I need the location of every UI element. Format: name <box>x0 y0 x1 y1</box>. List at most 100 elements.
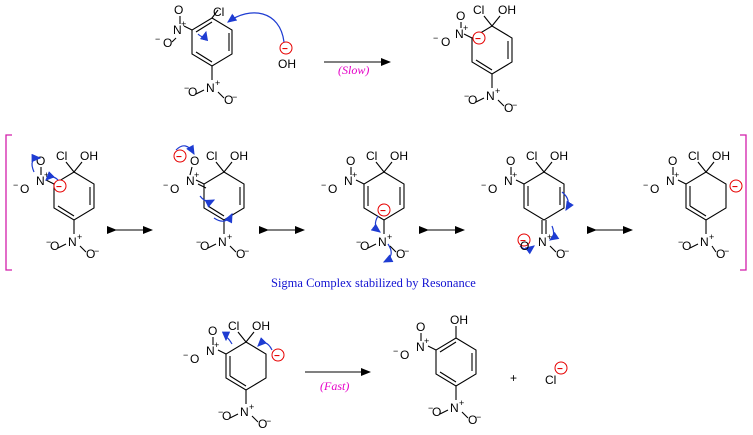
svg-text:+: + <box>214 340 219 350</box>
svg-text:+: + <box>249 402 254 412</box>
svg-text:−: − <box>380 206 386 217</box>
svg-text:Cl: Cl <box>526 149 537 163</box>
reactant-dinitrochlorobenzene: Cl N + O − O N + O − O − <box>155 3 237 107</box>
svg-text:N: N <box>486 89 495 103</box>
svg-text:O: O <box>190 154 199 168</box>
svg-text:−: − <box>481 180 486 190</box>
sigma-complex-product: Cl OH N + O − O − N + O − O − <box>433 3 517 115</box>
resonance-structure-4: Cl OH N + O − O − N + O O − <box>481 149 574 261</box>
svg-text:O: O <box>224 93 233 107</box>
svg-text:N: N <box>666 174 675 188</box>
svg-text:O: O <box>190 352 199 366</box>
svg-text:−: − <box>13 180 18 190</box>
svg-text:−: − <box>404 246 409 256</box>
nitro-o-minus-charge: − <box>155 34 160 44</box>
svg-text:−: − <box>244 246 249 256</box>
svg-text:−: − <box>196 237 201 247</box>
svg-text:−: − <box>321 180 326 190</box>
chloride-charge: − <box>557 364 563 375</box>
svg-text:−: − <box>274 351 280 362</box>
svg-text:−: − <box>678 237 683 247</box>
svg-text:O: O <box>236 247 245 261</box>
resonance-structure-2: Cl OH N + O − O − N + O − O − <box>163 144 249 261</box>
svg-text:O: O <box>488 182 497 196</box>
svg-text:−: − <box>356 237 361 247</box>
svg-text:O: O <box>188 85 197 99</box>
svg-text:N: N <box>416 340 425 354</box>
svg-text:Cl: Cl <box>366 149 377 163</box>
nitro-o-label: O <box>174 3 183 17</box>
svg-text:O: O <box>208 324 217 338</box>
sigma-complex-fast-step: Cl OH N + O − O − N + O − O − <box>183 319 285 431</box>
nitro-charge: + <box>181 19 186 29</box>
svg-text:O: O <box>346 154 355 168</box>
svg-text:O: O <box>50 239 59 253</box>
right-bracket <box>740 134 747 271</box>
svg-text:O: O <box>441 35 450 49</box>
left-bracket <box>5 134 12 271</box>
svg-text:O: O <box>328 182 337 196</box>
plus-sign: + <box>510 371 517 385</box>
svg-text:−: − <box>176 152 182 163</box>
svg-text:−: − <box>564 246 569 256</box>
chlorine-label: Cl <box>213 5 224 19</box>
svg-text:+: + <box>495 86 500 96</box>
svg-text:O: O <box>520 239 529 253</box>
svg-text:N: N <box>455 27 464 41</box>
svg-text:O: O <box>682 239 691 253</box>
svg-text:+: + <box>463 23 468 33</box>
nitro-o-minus-label: O <box>163 36 172 50</box>
svg-text:−: − <box>732 182 738 193</box>
svg-text:O: O <box>716 247 725 261</box>
svg-text:N: N <box>700 235 709 249</box>
svg-text:+: + <box>674 170 679 180</box>
svg-text:N: N <box>218 235 227 249</box>
svg-text:N: N <box>186 174 195 188</box>
svg-text:O: O <box>416 320 425 334</box>
svg-text:OH: OH <box>550 149 568 163</box>
svg-text:N: N <box>344 174 353 188</box>
svg-text:−: − <box>56 182 62 193</box>
svg-text:N: N <box>68 235 77 249</box>
svg-text:N: N <box>36 174 45 188</box>
svg-text:O: O <box>170 182 179 196</box>
svg-text:O: O <box>456 9 465 23</box>
svg-text:N: N <box>378 235 387 249</box>
svg-text:−: − <box>724 246 729 256</box>
svg-text:Cl: Cl <box>473 3 484 17</box>
dinitrophenol-product: OH N + O − O N + O − O − <box>393 313 481 427</box>
svg-text:−: − <box>643 180 648 190</box>
svg-text:N: N <box>504 174 513 188</box>
svg-text:−: − <box>232 92 237 102</box>
svg-text:O: O <box>506 154 515 168</box>
svg-text:O: O <box>222 409 231 423</box>
slow-step-arrow: (Slow) <box>324 58 391 77</box>
svg-text:OH: OH <box>390 149 408 163</box>
svg-text:Cl: Cl <box>206 149 217 163</box>
svg-text:+: + <box>194 170 199 180</box>
svg-text:+: + <box>387 232 392 242</box>
svg-text:O: O <box>396 247 405 261</box>
svg-text:+: + <box>227 232 232 242</box>
svg-text:+: + <box>459 398 464 408</box>
svg-text:+: + <box>424 336 429 346</box>
svg-text:−: − <box>266 416 271 426</box>
svg-text:−: − <box>163 180 168 190</box>
svg-text:+: + <box>77 232 82 242</box>
svg-text:OH: OH <box>80 149 98 163</box>
svg-text:+: + <box>215 78 220 88</box>
svg-text:−: − <box>184 83 189 93</box>
svg-text:N: N <box>206 344 215 358</box>
svg-text:+: + <box>547 232 552 242</box>
svg-text:+: + <box>709 232 714 242</box>
svg-text:−: − <box>183 350 188 360</box>
chloride-product: Cl − <box>545 361 568 387</box>
resonance-caption: Sigma Complex stabilized by Resonance <box>271 276 476 290</box>
svg-text:−: − <box>433 33 438 43</box>
svg-text:Cl: Cl <box>688 149 699 163</box>
svg-text:O: O <box>556 247 565 261</box>
svg-text:O: O <box>36 154 45 168</box>
svg-text:−: − <box>476 412 481 422</box>
resonance-structure-5: Cl OH N + O − O − N + O − O − <box>643 149 743 261</box>
svg-text:−: − <box>428 403 433 413</box>
